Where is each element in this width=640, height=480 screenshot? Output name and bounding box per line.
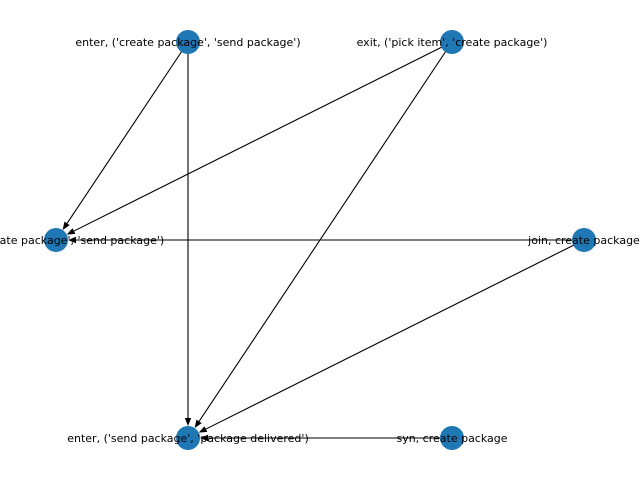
nodes-layer	[44, 30, 596, 450]
edge-n2-to-n5	[198, 41, 453, 422]
edge-arrowhead-n2-to-n5	[194, 419, 202, 429]
edge-n4-to-n5	[205, 239, 585, 430]
node-label-n6: syn, create package	[396, 432, 507, 445]
node-label-n5: enter, ('send package', 'package deliver…	[67, 432, 309, 445]
node-label-n1: enter, ('create package', 'send package'…	[75, 36, 300, 49]
labels-layer: enter, ('create package', 'send package'…	[0, 36, 640, 445]
edges-layer	[62, 41, 585, 442]
edge-n1-to-n3	[66, 41, 189, 224]
node-n5	[176, 426, 200, 450]
node-label-n2: exit, ('pick item', 'create package')	[357, 36, 548, 49]
node-n4	[572, 228, 596, 252]
edge-arrowhead-n2-to-n3	[66, 228, 76, 235]
edge-arrowhead-n4-to-n3	[68, 236, 76, 244]
edge-arrowhead-n4-to-n5	[198, 426, 208, 433]
node-n6	[440, 426, 464, 450]
edge-n2-to-n3	[73, 41, 453, 232]
edge-arrowhead-n1-to-n5	[184, 418, 192, 426]
node-label-n3: exit, ('create package', 'send package')	[0, 234, 164, 247]
edge-arrowhead-n6-to-n5	[200, 434, 208, 442]
node-n1	[176, 30, 200, 54]
node-n2	[440, 30, 464, 54]
node-n3	[44, 228, 68, 252]
edge-arrowhead-n1-to-n3	[62, 221, 70, 231]
node-label-n4: join, create package	[527, 234, 640, 247]
